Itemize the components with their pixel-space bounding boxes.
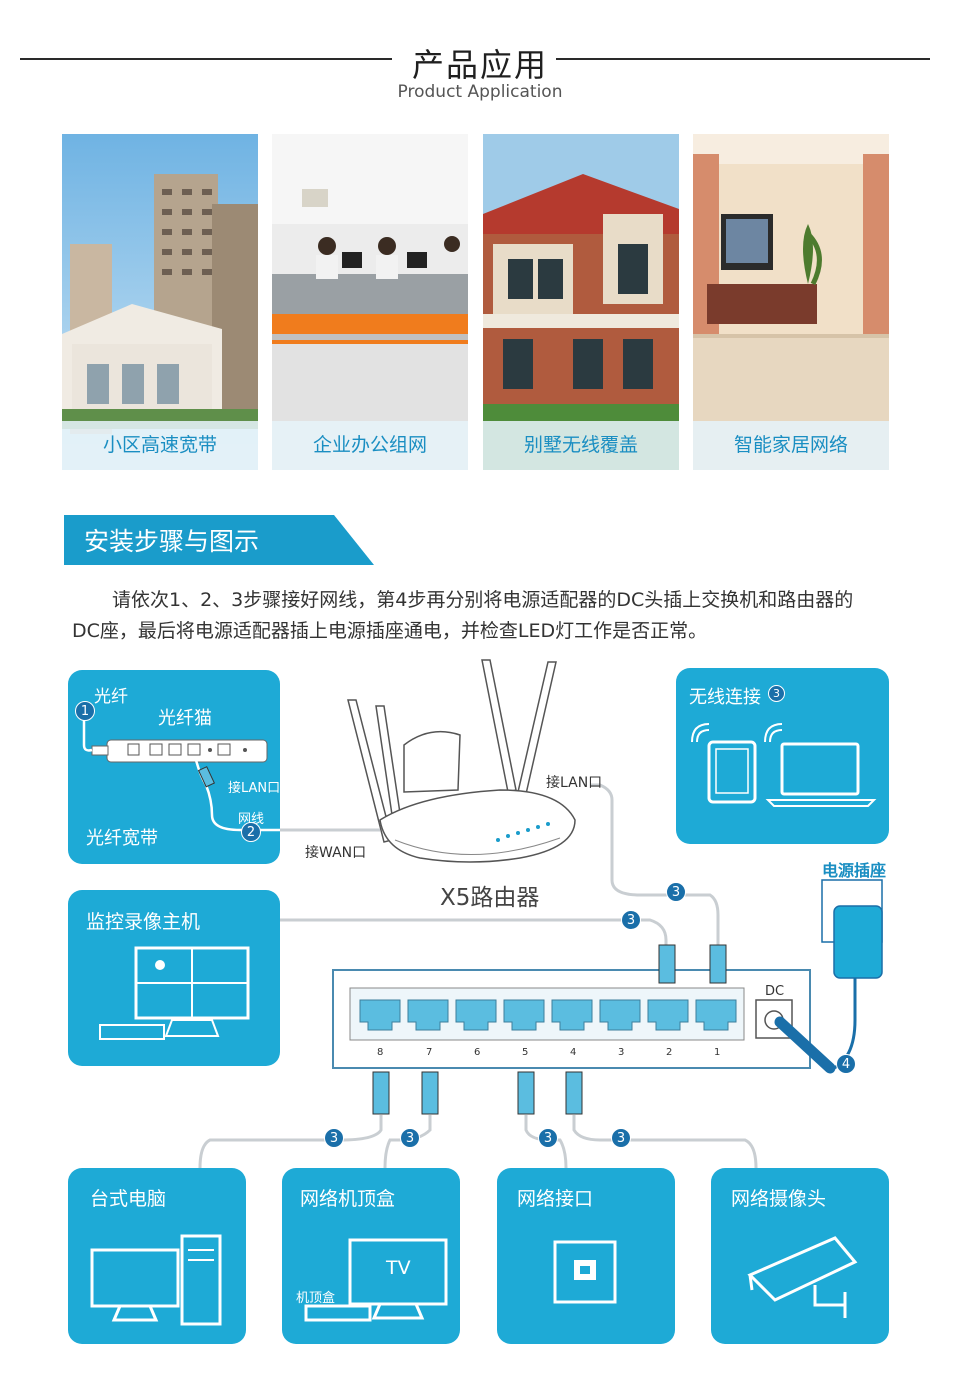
ethernet-port-1 <box>695 999 737 1031</box>
router-name: X5路由器 <box>440 885 540 911</box>
router-lan-label: 接LAN口 <box>546 775 603 791</box>
install-description-line2: DC座，最后将电源适配器插上电源插座通电，并检查LED灯工作是否正常。 <box>72 620 708 642</box>
section-banner <box>64 515 374 565</box>
tablet-icon <box>691 723 757 804</box>
application-card-living-room[interactable]: 智能家居网络 <box>693 134 889 470</box>
switch-dc-label: DC <box>765 984 785 999</box>
network-socket-card <box>497 1168 675 1344</box>
stb-label: 机顶盒 <box>296 1291 336 1306</box>
port-number: 2 <box>666 1047 673 1058</box>
ethernet-port-2 <box>647 999 689 1031</box>
desktop-computer-icon <box>90 1234 222 1326</box>
villa-photo <box>483 134 679 470</box>
step-badge-3: 3 <box>324 1128 344 1148</box>
step-badge-2: 2 <box>241 822 261 842</box>
port-number: 1 <box>714 1047 721 1058</box>
router-device <box>347 659 576 863</box>
switch-ports <box>359 999 737 1031</box>
section-title: 安装步骤与图示 <box>84 527 260 556</box>
ip-camera-card <box>711 1168 889 1344</box>
ethernet-port-8 <box>359 999 401 1031</box>
application-label: 别墅无线覆盖 <box>483 421 679 470</box>
page-title: 产品应用 <box>411 46 548 84</box>
port-number: 8 <box>377 1047 384 1058</box>
header-rule-right <box>556 58 930 60</box>
laptop-icon <box>764 723 877 807</box>
port-number: 6 <box>474 1047 481 1058</box>
step-badge-3: 3 <box>538 1128 558 1148</box>
power-socket-label: 电源插座 <box>822 861 887 880</box>
fiber-modem-label: 光纤猫 <box>158 708 212 729</box>
application-label: 智能家居网络 <box>693 421 889 470</box>
port-number: 7 <box>426 1047 433 1058</box>
set-top-box-title: 网络机顶盒 <box>300 1188 396 1210</box>
nvr-monitor-icon <box>99 946 250 1040</box>
router-wan-label: 接WAN口 <box>305 845 367 861</box>
desktop-title: 台式电脑 <box>90 1188 167 1210</box>
application-card-office[interactable]: 企业办公组网 <box>272 134 468 470</box>
ip-camera-title: 网络摄像头 <box>731 1188 827 1210</box>
page-subtitle: Product Application <box>397 82 563 102</box>
modem-lan-label: 接LAN口 <box>228 781 281 796</box>
ethernet-port-3 <box>599 999 641 1031</box>
step-badge-3: 3 <box>666 882 686 902</box>
ip-camera-icon <box>747 1236 858 1318</box>
application-card-residential[interactable]: 小区高速宽带 <box>62 134 258 470</box>
application-card-villa[interactable]: 别墅无线覆盖 <box>483 134 679 470</box>
step-badge-1: 1 <box>75 701 95 721</box>
step-badge-3: 3 <box>621 910 641 930</box>
ethernet-port-5 <box>503 999 545 1031</box>
tv-icon <box>304 1238 448 1322</box>
application-label: 小区高速宽带 <box>62 421 258 470</box>
tv-label: TV <box>386 1257 411 1279</box>
network-socket-icon <box>553 1240 617 1304</box>
desktop-card <box>68 1168 246 1344</box>
step-badge-4: 4 <box>836 1054 856 1074</box>
fiber-broadband-label: 光纤宽带 <box>86 828 158 849</box>
ethernet-port-4 <box>551 999 593 1031</box>
step-badge-3: 3 <box>611 1128 631 1148</box>
step-badge-wireless: 3 <box>768 685 785 702</box>
port-number: 3 <box>618 1047 625 1058</box>
office-photo <box>272 134 468 470</box>
application-label: 企业办公组网 <box>272 421 468 470</box>
ethernet-port-7 <box>407 999 449 1031</box>
residential-buildings-photo <box>62 134 258 470</box>
power-adapter <box>821 879 883 1072</box>
network-socket-title: 网络接口 <box>517 1188 594 1210</box>
port-number: 5 <box>522 1047 529 1058</box>
wireless-title: 无线连接 <box>689 687 761 708</box>
step-badge-3: 3 <box>400 1128 420 1148</box>
port-number: 4 <box>570 1047 577 1058</box>
install-description-line1: 请依次1、2、3步骤接好网线，第4步再分别将电源适配器的DC头插上交换机和路由器… <box>112 589 854 611</box>
fiber-label: 光纤 <box>94 687 128 707</box>
fiber-modem <box>91 739 268 763</box>
nvr-title: 监控录像主机 <box>86 911 201 933</box>
rj45-plugs <box>372 944 727 1115</box>
header-rule-left <box>20 58 392 60</box>
ethernet-port-6 <box>455 999 497 1031</box>
